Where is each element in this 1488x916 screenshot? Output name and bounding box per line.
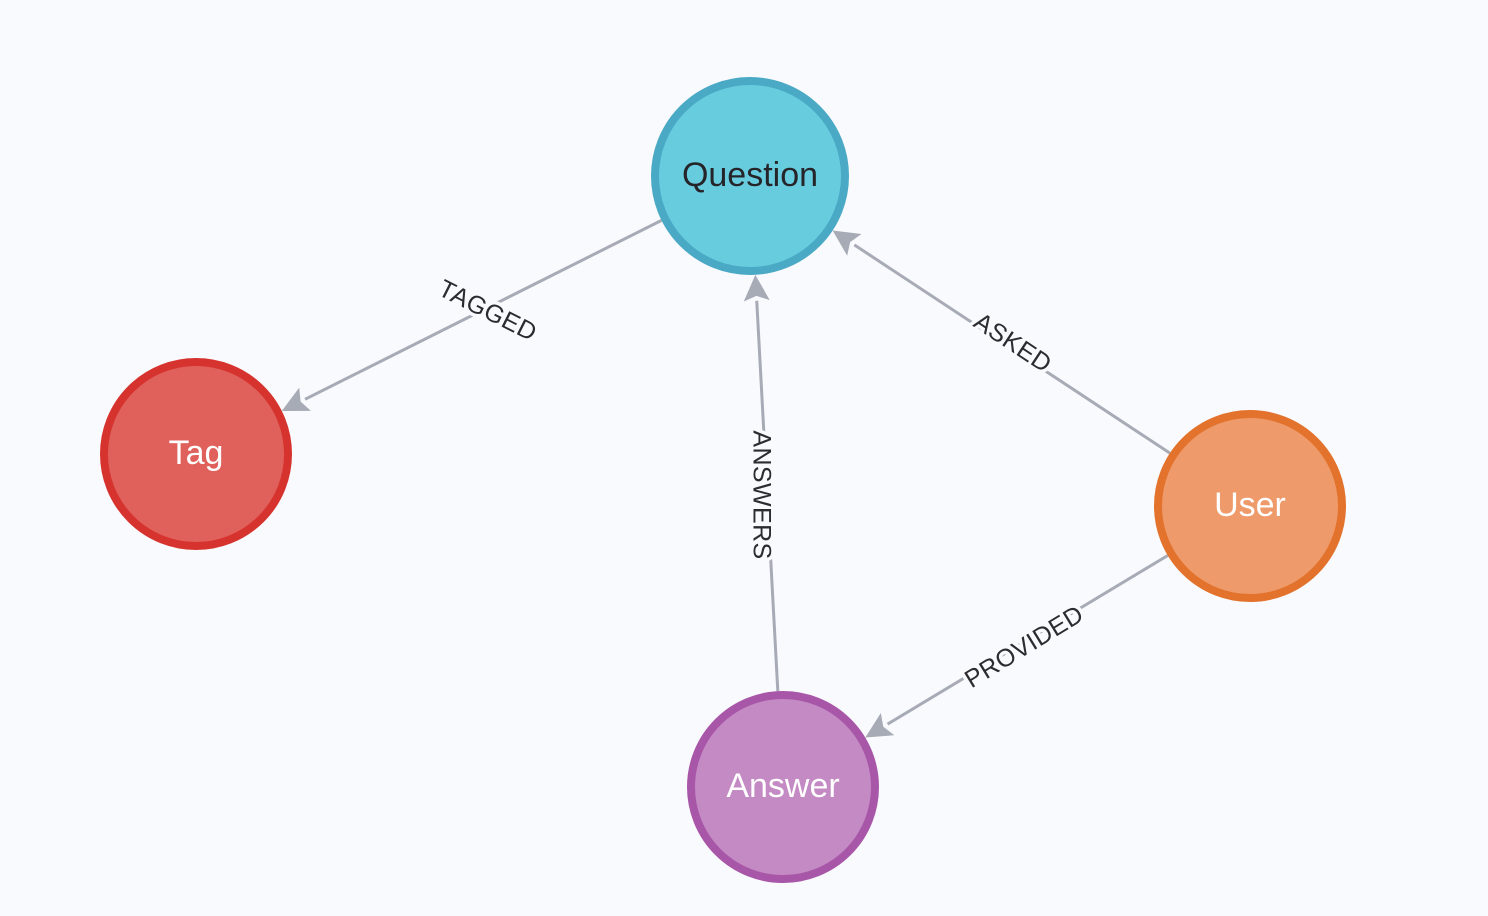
arrowhead-icon-asked [832,230,862,256]
node-label-answer: Answer [726,767,839,805]
edge-asked[interactable] [832,230,1171,455]
node-user[interactable]: User [1154,410,1346,602]
node-label-question: Question [682,156,818,194]
node-circle-question[interactable] [651,77,849,275]
arrowhead-icon-answers [743,274,770,302]
edge-provided[interactable] [865,554,1169,738]
edge-line-asked [853,243,1171,455]
edge-tagged[interactable] [281,219,663,411]
edge-line-answers [755,300,780,692]
node-tag[interactable]: Tag [100,358,292,550]
node-label-tag: Tag [169,434,224,472]
edge-label-halo-answers: ANSWERS [747,430,775,559]
node-circle-answer[interactable] [687,691,879,883]
arrowhead-icon-tagged [281,387,311,411]
edge-label-answers: ANSWERS [747,430,775,559]
edge-answers[interactable] [743,274,780,692]
edges-layer [281,219,1171,738]
edge-line-tagged [304,219,663,401]
node-circle-tag[interactable] [100,358,292,550]
node-question[interactable]: Question [651,77,849,275]
edge-line-provided [886,554,1169,726]
node-label-user: User [1214,486,1286,524]
node-answer[interactable]: Answer [687,691,879,883]
arrowhead-icon-provided [865,712,895,738]
node-circle-user[interactable] [1154,410,1346,602]
